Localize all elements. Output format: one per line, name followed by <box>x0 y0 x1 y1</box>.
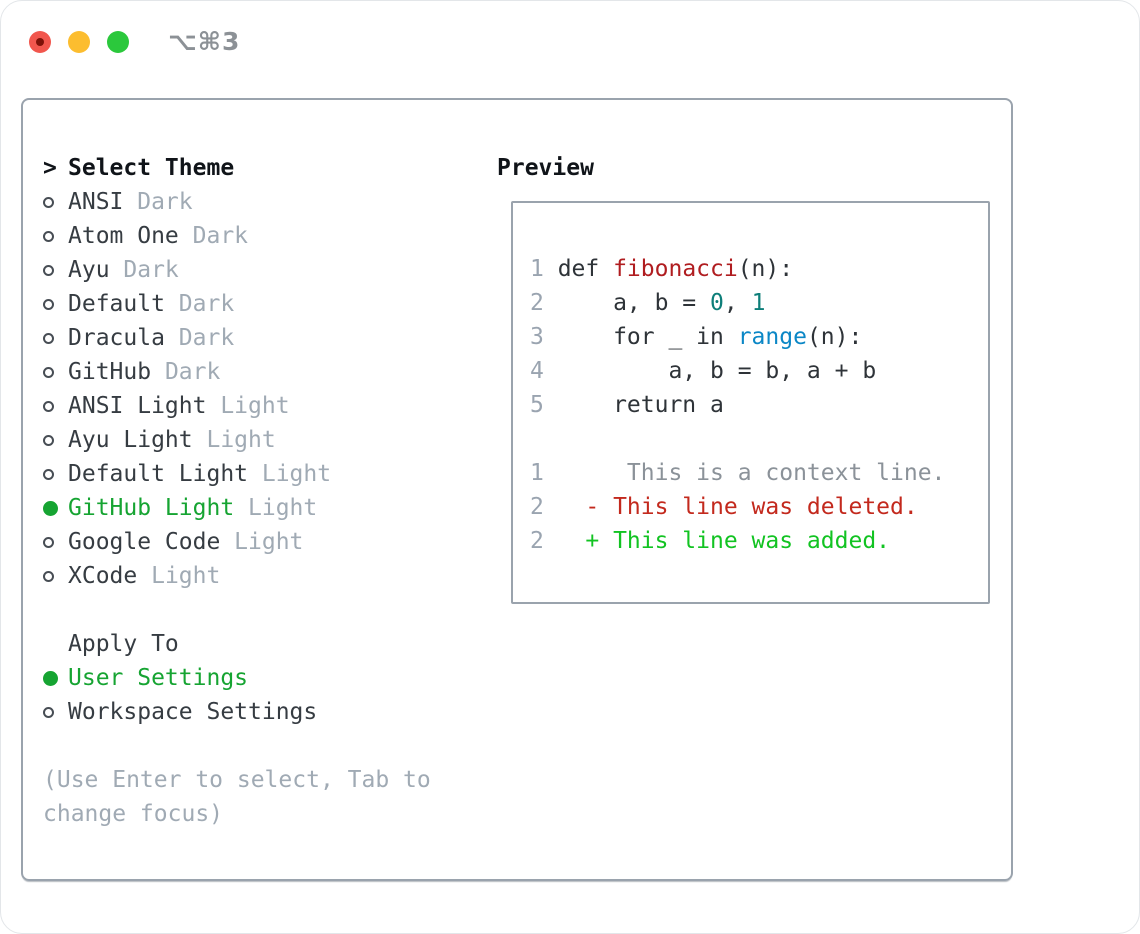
code-line: 1 def fibonacci (n): <box>530 256 794 282</box>
theme-option-default-dark[interactable]: Default Dark <box>43 287 497 321</box>
minimize-window-icon[interactable] <box>68 30 90 53</box>
line-number: 4 <box>530 358 544 384</box>
diff-deleted-line: 2 - This line was deleted. <box>530 494 918 520</box>
close-window-icon[interactable] <box>29 30 51 53</box>
radio-selected-icon <box>43 500 58 516</box>
diff-added-line: 2 + This line was added. <box>530 528 891 554</box>
radio-unselected-icon <box>43 536 54 548</box>
apply-to-heading: Apply To <box>43 627 497 661</box>
code-line: 3 for _ in range (n): <box>530 324 863 350</box>
radio-selected-icon <box>43 670 58 686</box>
line-number: 2 <box>530 290 544 316</box>
theme-option-dracula-dark[interactable]: Dracula Dark <box>43 321 497 355</box>
line-number: 1 <box>530 460 544 486</box>
apply-option-workspace-settings[interactable]: Workspace Settings <box>43 695 497 729</box>
help-text: (Use Enter to select, Tab to change focu… <box>43 767 431 827</box>
theme-option-default-light[interactable]: Default Light Light <box>43 457 497 491</box>
theme-option-google-code[interactable]: Google Code Light <box>43 525 497 559</box>
cursor-caret-icon: > <box>43 155 57 181</box>
line-number: 3 <box>530 324 544 350</box>
preview-title: Preview <box>497 155 594 181</box>
radio-unselected-icon <box>43 230 54 242</box>
preview-column: Preview 1 def fibonacci (n): 2 a, b = 0 … <box>497 151 1011 879</box>
theme-list-column: > Select Theme ANSI Dark Atom One Dark A… <box>43 151 497 879</box>
theme-option-ayu-light[interactable]: Ayu Light Light <box>43 423 497 457</box>
radio-unselected-icon <box>43 332 54 344</box>
radio-unselected-icon <box>43 570 54 582</box>
theme-preview-pane: 1 def fibonacci (n): 2 a, b = 0 , 1 3 fo… <box>511 201 990 604</box>
theme-selector-panel: > Select Theme ANSI Dark Atom One Dark A… <box>21 98 1013 881</box>
radio-unselected-icon <box>43 264 54 276</box>
apply-to-title: Apply To <box>68 631 179 657</box>
radio-unselected-icon <box>43 366 54 378</box>
radio-unselected-icon <box>43 468 54 480</box>
line-number: 2 <box>530 494 544 520</box>
maximize-window-icon[interactable] <box>107 30 129 53</box>
radio-unselected-icon <box>43 400 54 412</box>
apply-option-user-settings[interactable]: User Settings <box>43 661 497 695</box>
radio-unselected-icon <box>43 298 54 310</box>
select-theme-title: Select Theme <box>68 155 235 181</box>
radio-unselected-icon <box>43 196 54 208</box>
radio-unselected-icon <box>43 706 54 718</box>
diff-context-line: 1 This is a context line. <box>530 460 946 486</box>
theme-option-github-light[interactable]: GitHub Light Light <box>43 491 497 525</box>
theme-option-xcode[interactable]: XCode Light <box>43 559 497 593</box>
code-line: 2 a, b = 0 , 1 <box>530 290 766 316</box>
line-number: 5 <box>530 392 544 418</box>
theme-option-github-dark[interactable]: GitHub Dark <box>43 355 497 389</box>
theme-option-ayu-dark[interactable]: Ayu Dark <box>43 253 497 287</box>
blank-line <box>530 422 988 456</box>
titlebar: ⌥⌘3 <box>29 27 240 56</box>
line-number: 1 <box>530 256 544 282</box>
theme-option-ansi-dark[interactable]: ANSI Dark <box>43 185 497 219</box>
code-line: 5 return a <box>530 392 724 418</box>
code-line: 4 a, b = b, a + b <box>530 358 877 384</box>
theme-option-ansi-light[interactable]: ANSI Light Light <box>43 389 497 423</box>
tab-shortcut-label: ⌥⌘3 <box>168 27 241 56</box>
select-theme-heading: > Select Theme <box>43 151 497 185</box>
radio-unselected-icon <box>43 434 54 446</box>
theme-option-atom-one-dark[interactable]: Atom One Dark <box>43 219 497 253</box>
line-number: 2 <box>530 528 544 554</box>
